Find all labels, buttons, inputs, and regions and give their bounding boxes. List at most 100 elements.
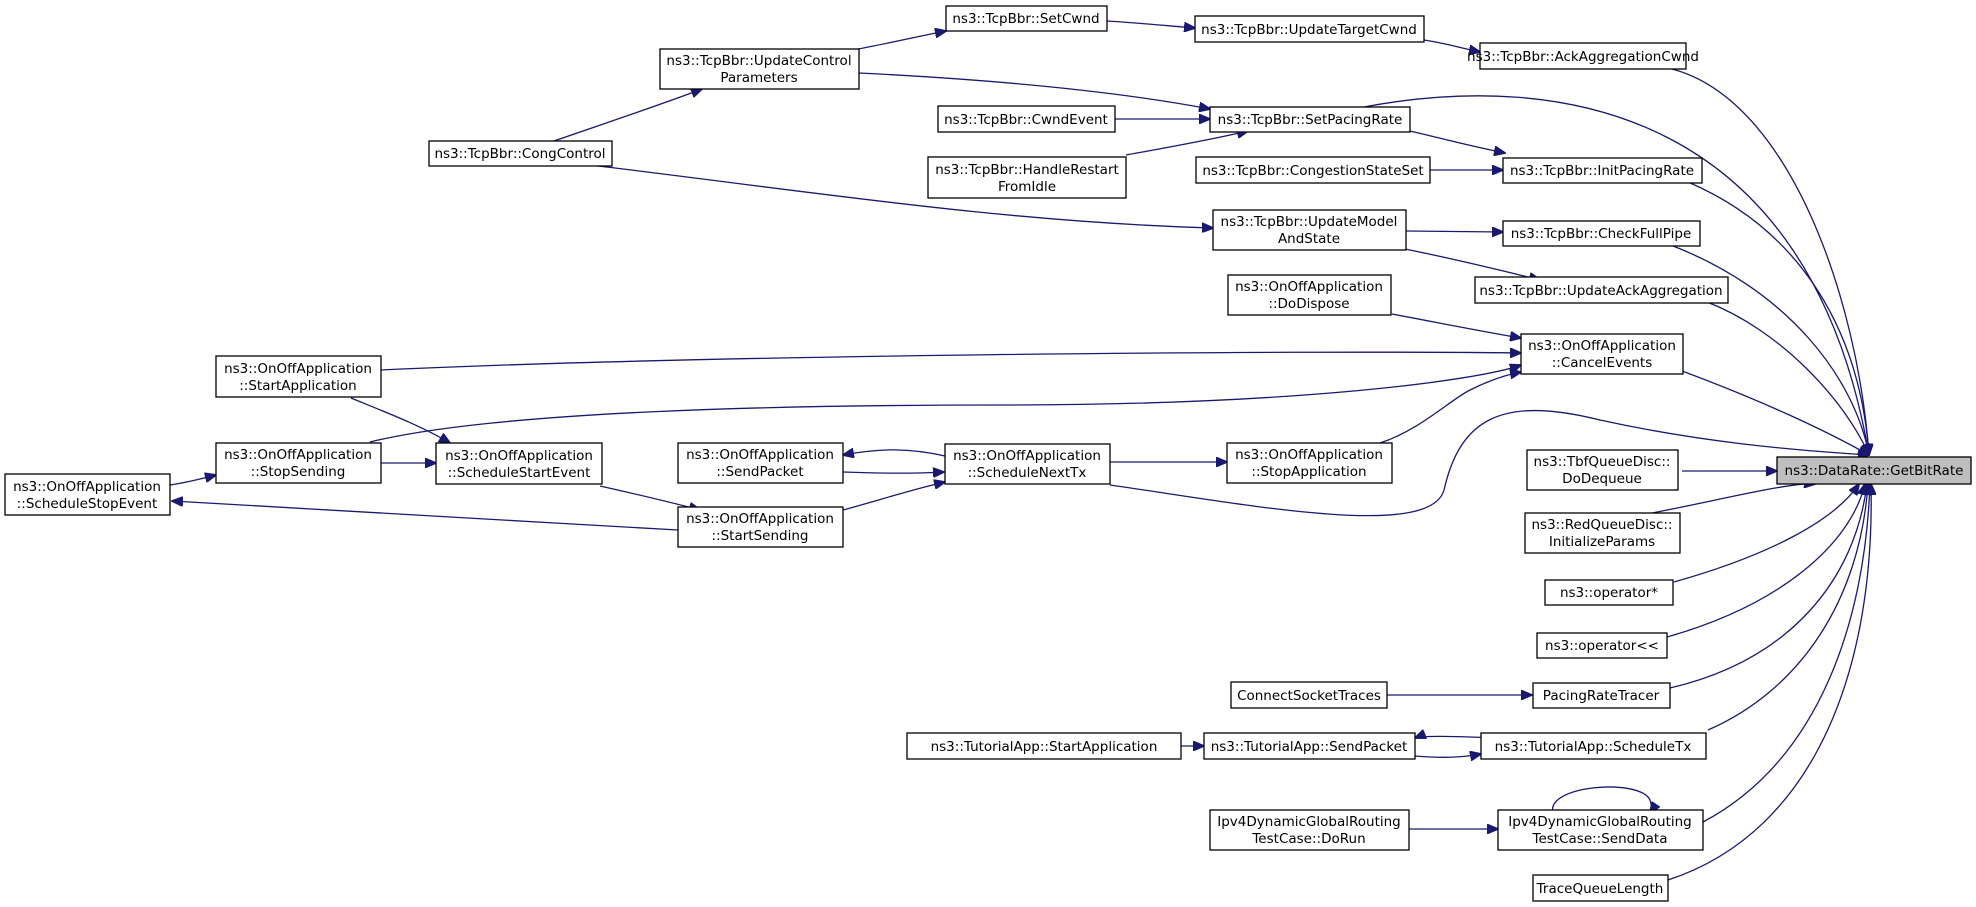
edge-congcontrol-updatectrl bbox=[553, 89, 702, 142]
node-label: ns3::OnOffApplication bbox=[224, 361, 372, 377]
edge-startsending-schedstop bbox=[172, 501, 679, 531]
node-label: ns3::TcpBbr::AckAggregationCwnd bbox=[1467, 49, 1699, 65]
edge-schedstop-stopsending bbox=[169, 475, 216, 486]
node-label: ConnectSocketTraces bbox=[1237, 688, 1381, 704]
edge-startapp-cancelevents bbox=[380, 352, 1521, 371]
node-label: ns3::TutorialApp::StartApplication bbox=[931, 739, 1158, 755]
node-schednexttx[interactable]: ns3::OnOffApplication::ScheduleNextTx bbox=[944, 443, 1111, 485]
node-initpacing[interactable]: ns3::TcpBbr::InitPacingRate bbox=[1502, 157, 1703, 184]
node-label: ns3::DataRate::GetBitRate bbox=[1785, 463, 1964, 479]
edge-updatectrl-setcwnd bbox=[857, 31, 946, 50]
node-label: ns3::TcpBbr::SetCwnd bbox=[952, 11, 1099, 27]
node-congstateset[interactable]: ns3::TcpBbr::CongestionStateSet bbox=[1195, 156, 1431, 184]
edge-tracequeue-getbitrate bbox=[1667, 484, 1871, 881]
edge-ipv4send-ipv4send bbox=[1552, 786, 1652, 813]
edge-startapp-schedstart bbox=[350, 397, 450, 443]
node-label-line2: ::StopApplication bbox=[1251, 464, 1366, 480]
edge-checkfullpipe-getbitrate bbox=[1667, 243, 1869, 455]
edge-schednexttx-sendpacket bbox=[843, 450, 946, 456]
node-connsock[interactable]: ConnectSocketTraces bbox=[1230, 681, 1388, 709]
graph-nodes: ns3::DataRate::GetBitRate ns3::TcpBbr::A… bbox=[4, 5, 1972, 902]
edge-updatetarget-ackaggcwnd bbox=[1423, 39, 1480, 52]
node-schedstart[interactable]: ns3::OnOffApplication::ScheduleStartEven… bbox=[435, 442, 603, 485]
node-tutsched[interactable]: ns3::TutorialApp::ScheduleTx bbox=[1480, 732, 1707, 760]
node-schedstop[interactable]: ns3::OnOffApplication::ScheduleStopEvent bbox=[4, 473, 171, 516]
node-getbitrate[interactable]: ns3::DataRate::GetBitRate bbox=[1776, 456, 1972, 485]
edge-handlerestart-setpacing bbox=[1125, 131, 1248, 156]
node-updateackagg[interactable]: ns3::TcpBbr::UpdateAckAggregation bbox=[1474, 276, 1729, 304]
node-label: ns3::OnOffApplication bbox=[1235, 279, 1383, 295]
edge-tutsend-tutsched bbox=[1414, 754, 1481, 757]
node-dodispose[interactable]: ns3::OnOffApplication::DoDispose bbox=[1227, 274, 1392, 316]
node-label-line2: ::DoDispose bbox=[1268, 296, 1349, 312]
node-label: ns3::RedQueueDisc:: bbox=[1532, 517, 1673, 533]
node-label: ns3::OnOffApplication bbox=[953, 448, 1101, 464]
node-startsending[interactable]: ns3::OnOffApplication::StartSending bbox=[677, 506, 844, 548]
node-stopsending[interactable]: ns3::OnOffApplication::StopSending bbox=[215, 442, 382, 484]
node-checkfullpipe[interactable]: ns3::TcpBbr::CheckFullPipe bbox=[1502, 220, 1701, 247]
node-label-line2: InitializeParams bbox=[1549, 534, 1655, 550]
node-label: ns3::TcpBbr::HandleRestart bbox=[935, 162, 1119, 178]
node-sendpacket[interactable]: ns3::OnOffApplication::SendPacket bbox=[677, 442, 844, 484]
node-cwndevent[interactable]: ns3::TcpBbr::CwndEvent bbox=[937, 105, 1116, 133]
node-startapp[interactable]: ns3::OnOffApplication::StartApplication bbox=[215, 355, 382, 398]
node-cancelevents[interactable]: ns3::OnOffApplication::CancelEvents bbox=[1520, 333, 1684, 375]
node-label-line2: ::ScheduleNextTx bbox=[968, 465, 1087, 481]
edge-updatemodel-checkfullpipe bbox=[1405, 231, 1503, 232]
node-label-line2: ::StopSending bbox=[251, 464, 346, 480]
node-label: ns3::TcpBbr::UpdateModel bbox=[1221, 214, 1398, 230]
node-congcontrol[interactable]: ns3::TcpBbr::CongControl bbox=[428, 140, 613, 167]
node-tutsend[interactable]: ns3::TutorialApp::SendPacket bbox=[1203, 732, 1416, 760]
node-label-line2: ::SendPacket bbox=[716, 464, 803, 480]
node-label: ns3::TcpBbr::CwndEvent bbox=[944, 112, 1108, 128]
edge-updateackagg-getbitrate bbox=[1706, 301, 1869, 455]
node-label-line2: ::StartSending bbox=[712, 528, 809, 544]
node-stopapp[interactable]: ns3::OnOffApplication::StopApplication bbox=[1226, 442, 1393, 484]
node-redinit[interactable]: ns3::RedQueueDisc::InitializeParams bbox=[1524, 512, 1681, 554]
node-setcwnd[interactable]: ns3::TcpBbr::SetCwnd bbox=[945, 5, 1108, 32]
node-label: TraceQueueLength bbox=[1536, 881, 1664, 897]
node-label-line2: ::CancelEvents bbox=[1552, 355, 1653, 371]
node-opshl[interactable]: ns3::operator<< bbox=[1536, 632, 1668, 659]
node-label: ns3::OnOffApplication bbox=[1528, 338, 1676, 354]
edge-initpacing-getbitrate bbox=[1687, 181, 1869, 455]
node-tracequeue[interactable]: TraceQueueLength bbox=[1532, 874, 1669, 902]
edge-stopsending-cancelevents bbox=[369, 365, 1521, 443]
node-label: ns3::OnOffApplication bbox=[224, 447, 372, 463]
node-opmul[interactable]: ns3::operator* bbox=[1544, 579, 1674, 606]
edge-sendpacket-schednexttx bbox=[842, 472, 944, 473]
node-label: ns3::TcpBbr::CongControl bbox=[434, 146, 605, 162]
node-label: ns3::OnOffApplication bbox=[445, 448, 593, 464]
node-pacingtracer[interactable]: PacingRateTracer bbox=[1532, 682, 1671, 709]
node-label: ns3::OnOffApplication bbox=[13, 479, 161, 495]
node-label: ns3::TutorialApp::ScheduleTx bbox=[1495, 739, 1692, 755]
node-label: PacingRateTracer bbox=[1543, 688, 1660, 704]
edge-ackaggcwnd-getbitrate bbox=[1671, 68, 1869, 455]
node-tutstartapp[interactable]: ns3::TutorialApp::StartApplication bbox=[906, 732, 1182, 760]
node-tbfdequeue[interactable]: ns3::TbfQueueDisc::DoDequeue bbox=[1526, 449, 1679, 491]
node-label-line2: ::ScheduleStartEvent bbox=[448, 465, 591, 481]
edge-opmul-getbitrate bbox=[1673, 484, 1859, 583]
node-label: ns3::TcpBbr::UpdateTargetCwnd bbox=[1201, 22, 1417, 38]
node-label: ns3::operator* bbox=[1560, 585, 1658, 601]
node-label: Ipv4DynamicGlobalRouting bbox=[1217, 814, 1401, 830]
edge-congcontrol-updatemodel bbox=[589, 164, 1213, 228]
node-ackaggcwnd[interactable]: ns3::TcpBbr::AckAggregationCwnd bbox=[1467, 42, 1699, 70]
node-label: ns3::TbfQueueDisc:: bbox=[1534, 454, 1671, 470]
node-label: ns3::operator<< bbox=[1545, 638, 1659, 654]
edge-tutsched-getbitrate bbox=[1707, 484, 1868, 731]
node-ipv4send[interactable]: Ipv4DynamicGlobalRoutingTestCase::SendDa… bbox=[1497, 809, 1704, 851]
node-label: ns3::OnOffApplication bbox=[686, 511, 834, 527]
edge-setpacing-initpacing bbox=[1409, 130, 1505, 153]
node-setpacing[interactable]: ns3::TcpBbr::SetPacingRate bbox=[1209, 106, 1411, 133]
edge-stopapp-cancelevents bbox=[1379, 372, 1521, 444]
edge-schednexttx-getbitrate bbox=[1109, 409, 1869, 517]
node-updatetarget[interactable]: ns3::TcpBbr::UpdateTargetCwnd bbox=[1194, 15, 1425, 43]
node-label: ns3::OnOffApplication bbox=[686, 447, 834, 463]
edge-opshl-getbitrate bbox=[1666, 484, 1865, 638]
